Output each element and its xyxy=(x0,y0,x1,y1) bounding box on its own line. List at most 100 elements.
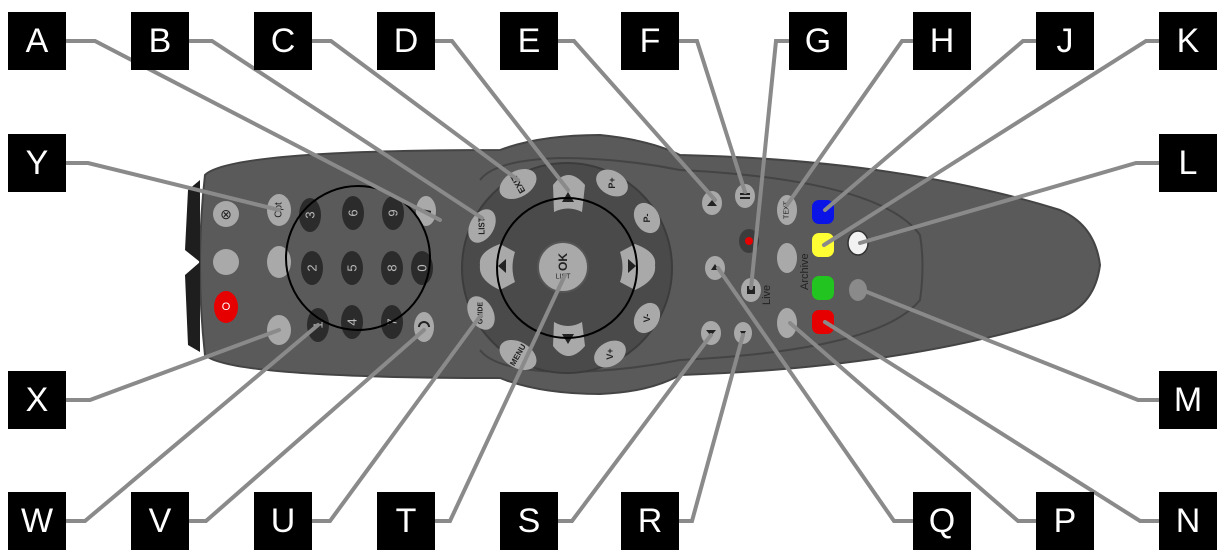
leader-w xyxy=(65,323,320,523)
archive-button[interactable] xyxy=(777,243,797,273)
leader-a xyxy=(65,39,442,222)
remote-end-cap xyxy=(185,180,200,352)
svg-text:G: G xyxy=(805,22,831,60)
callout-j: J xyxy=(1036,12,1094,70)
leader-p xyxy=(788,321,1037,523)
list-button[interactable]: LIST xyxy=(463,204,502,247)
leader-lines xyxy=(65,39,1160,523)
ok-button[interactable]: OK LIST xyxy=(537,241,589,293)
digit-3-button[interactable]: 3 xyxy=(299,198,321,232)
mute-button[interactable]: ⊗ xyxy=(213,201,239,227)
callout-r: R xyxy=(621,492,679,550)
digit-label: 0 xyxy=(415,264,430,271)
fast-forward-button[interactable] xyxy=(702,191,722,215)
svg-text:X: X xyxy=(26,381,49,419)
power-button[interactable]: O xyxy=(214,291,238,323)
green-button[interactable] xyxy=(812,276,834,300)
callout-e: E xyxy=(500,12,558,70)
text-button[interactable]: TEXT xyxy=(777,195,797,225)
nav-down-button[interactable] xyxy=(553,322,585,356)
leader-u xyxy=(311,313,483,523)
leader-q xyxy=(716,266,914,523)
callout-a: A xyxy=(8,12,66,70)
stop-button[interactable] xyxy=(741,278,761,302)
archive-label: Archive xyxy=(799,253,811,290)
mute-icon: ⊗ xyxy=(220,206,232,222)
remote-inner-outline xyxy=(479,156,924,374)
leader-c xyxy=(311,39,520,182)
callout-v: V xyxy=(131,492,189,550)
p-minus-label: P- xyxy=(642,213,652,222)
ok-label: OK xyxy=(556,253,570,271)
callout-g: G xyxy=(789,12,847,70)
callout-c: C xyxy=(254,12,312,70)
svg-text:H: H xyxy=(930,22,955,60)
guide-label: GUIDE xyxy=(478,302,485,325)
svg-text:M: M xyxy=(1174,381,1202,419)
digit-5-button[interactable]: 5 xyxy=(341,251,363,285)
digit-6-button[interactable]: 6 xyxy=(342,196,364,230)
digit-8-button[interactable]: 8 xyxy=(381,251,403,285)
v-minus-button[interactable]: V- xyxy=(629,298,666,338)
callout-y: Y xyxy=(8,134,66,192)
svg-text:L: L xyxy=(1179,144,1198,182)
svg-text:A: A xyxy=(26,22,49,60)
v-minus-label: V- xyxy=(642,314,652,323)
callout-labels: A B C D E F G H J K L Y X M W V U T S R … xyxy=(8,12,1217,550)
leader-f xyxy=(678,39,747,194)
number-pad: 3 6 9 2 5 8 0 1 4 7 i xyxy=(299,196,436,342)
leader-s xyxy=(557,333,713,523)
svg-text:S: S xyxy=(518,502,541,540)
svg-text:R: R xyxy=(638,502,663,540)
callout-l: L xyxy=(1159,134,1217,192)
radio-button[interactable] xyxy=(849,279,867,301)
callout-b: B xyxy=(131,12,189,70)
p-plus-label: P+ xyxy=(607,177,617,188)
digit-label: 5 xyxy=(345,264,360,271)
leader-e xyxy=(557,39,717,202)
p-minus-button[interactable]: P- xyxy=(629,198,666,238)
subtitle-button[interactable] xyxy=(777,308,797,338)
svg-text:B: B xyxy=(149,22,172,60)
leader-x xyxy=(65,328,281,402)
leader-n xyxy=(823,320,1160,523)
pause-button[interactable] xyxy=(735,184,755,208)
svg-text:Y: Y xyxy=(26,144,49,182)
leader-k xyxy=(822,39,1160,247)
aspect-button[interactable] xyxy=(213,249,239,275)
callout-k: K xyxy=(1159,12,1217,70)
callout-h: H xyxy=(913,12,971,70)
digit-label: 3 xyxy=(303,211,318,218)
nav-up-button[interactable] xyxy=(553,175,585,212)
v-plus-button[interactable]: V+ xyxy=(589,335,630,373)
remote-control: OK LIST EXIT LIST GUIDE MENU P+ P- xyxy=(185,133,1102,396)
p-plus-button[interactable]: P+ xyxy=(591,164,632,202)
svg-text:U: U xyxy=(271,502,296,540)
callout-f: F xyxy=(621,12,679,70)
callout-q: Q xyxy=(913,492,971,550)
svg-text:F: F xyxy=(640,22,661,60)
leader-m xyxy=(860,288,1160,402)
svg-text:K: K xyxy=(1177,22,1200,60)
svg-text:T: T xyxy=(396,502,417,540)
digit-4-button[interactable]: 4 xyxy=(341,305,363,339)
digit-label: 4 xyxy=(345,318,360,325)
callout-w: W xyxy=(8,492,66,550)
digit-label: 2 xyxy=(305,264,320,271)
text-label: TEXT xyxy=(784,200,791,219)
svg-text:C: C xyxy=(271,22,296,60)
digit-2-button[interactable]: 2 xyxy=(301,251,323,285)
digit-label: 9 xyxy=(386,209,401,216)
leader-d xyxy=(434,39,570,192)
svg-text:E: E xyxy=(518,22,541,60)
leader-r xyxy=(678,333,745,523)
svg-text:V: V xyxy=(149,502,172,540)
svg-text:N: N xyxy=(1176,502,1201,540)
digit-9-button[interactable]: 9 xyxy=(382,196,404,230)
leader-t xyxy=(434,273,567,523)
callout-p: P xyxy=(1036,492,1094,550)
live-label: Live xyxy=(761,285,773,305)
nav-highlight-circle xyxy=(496,197,638,339)
settings-button[interactable] xyxy=(267,246,291,278)
